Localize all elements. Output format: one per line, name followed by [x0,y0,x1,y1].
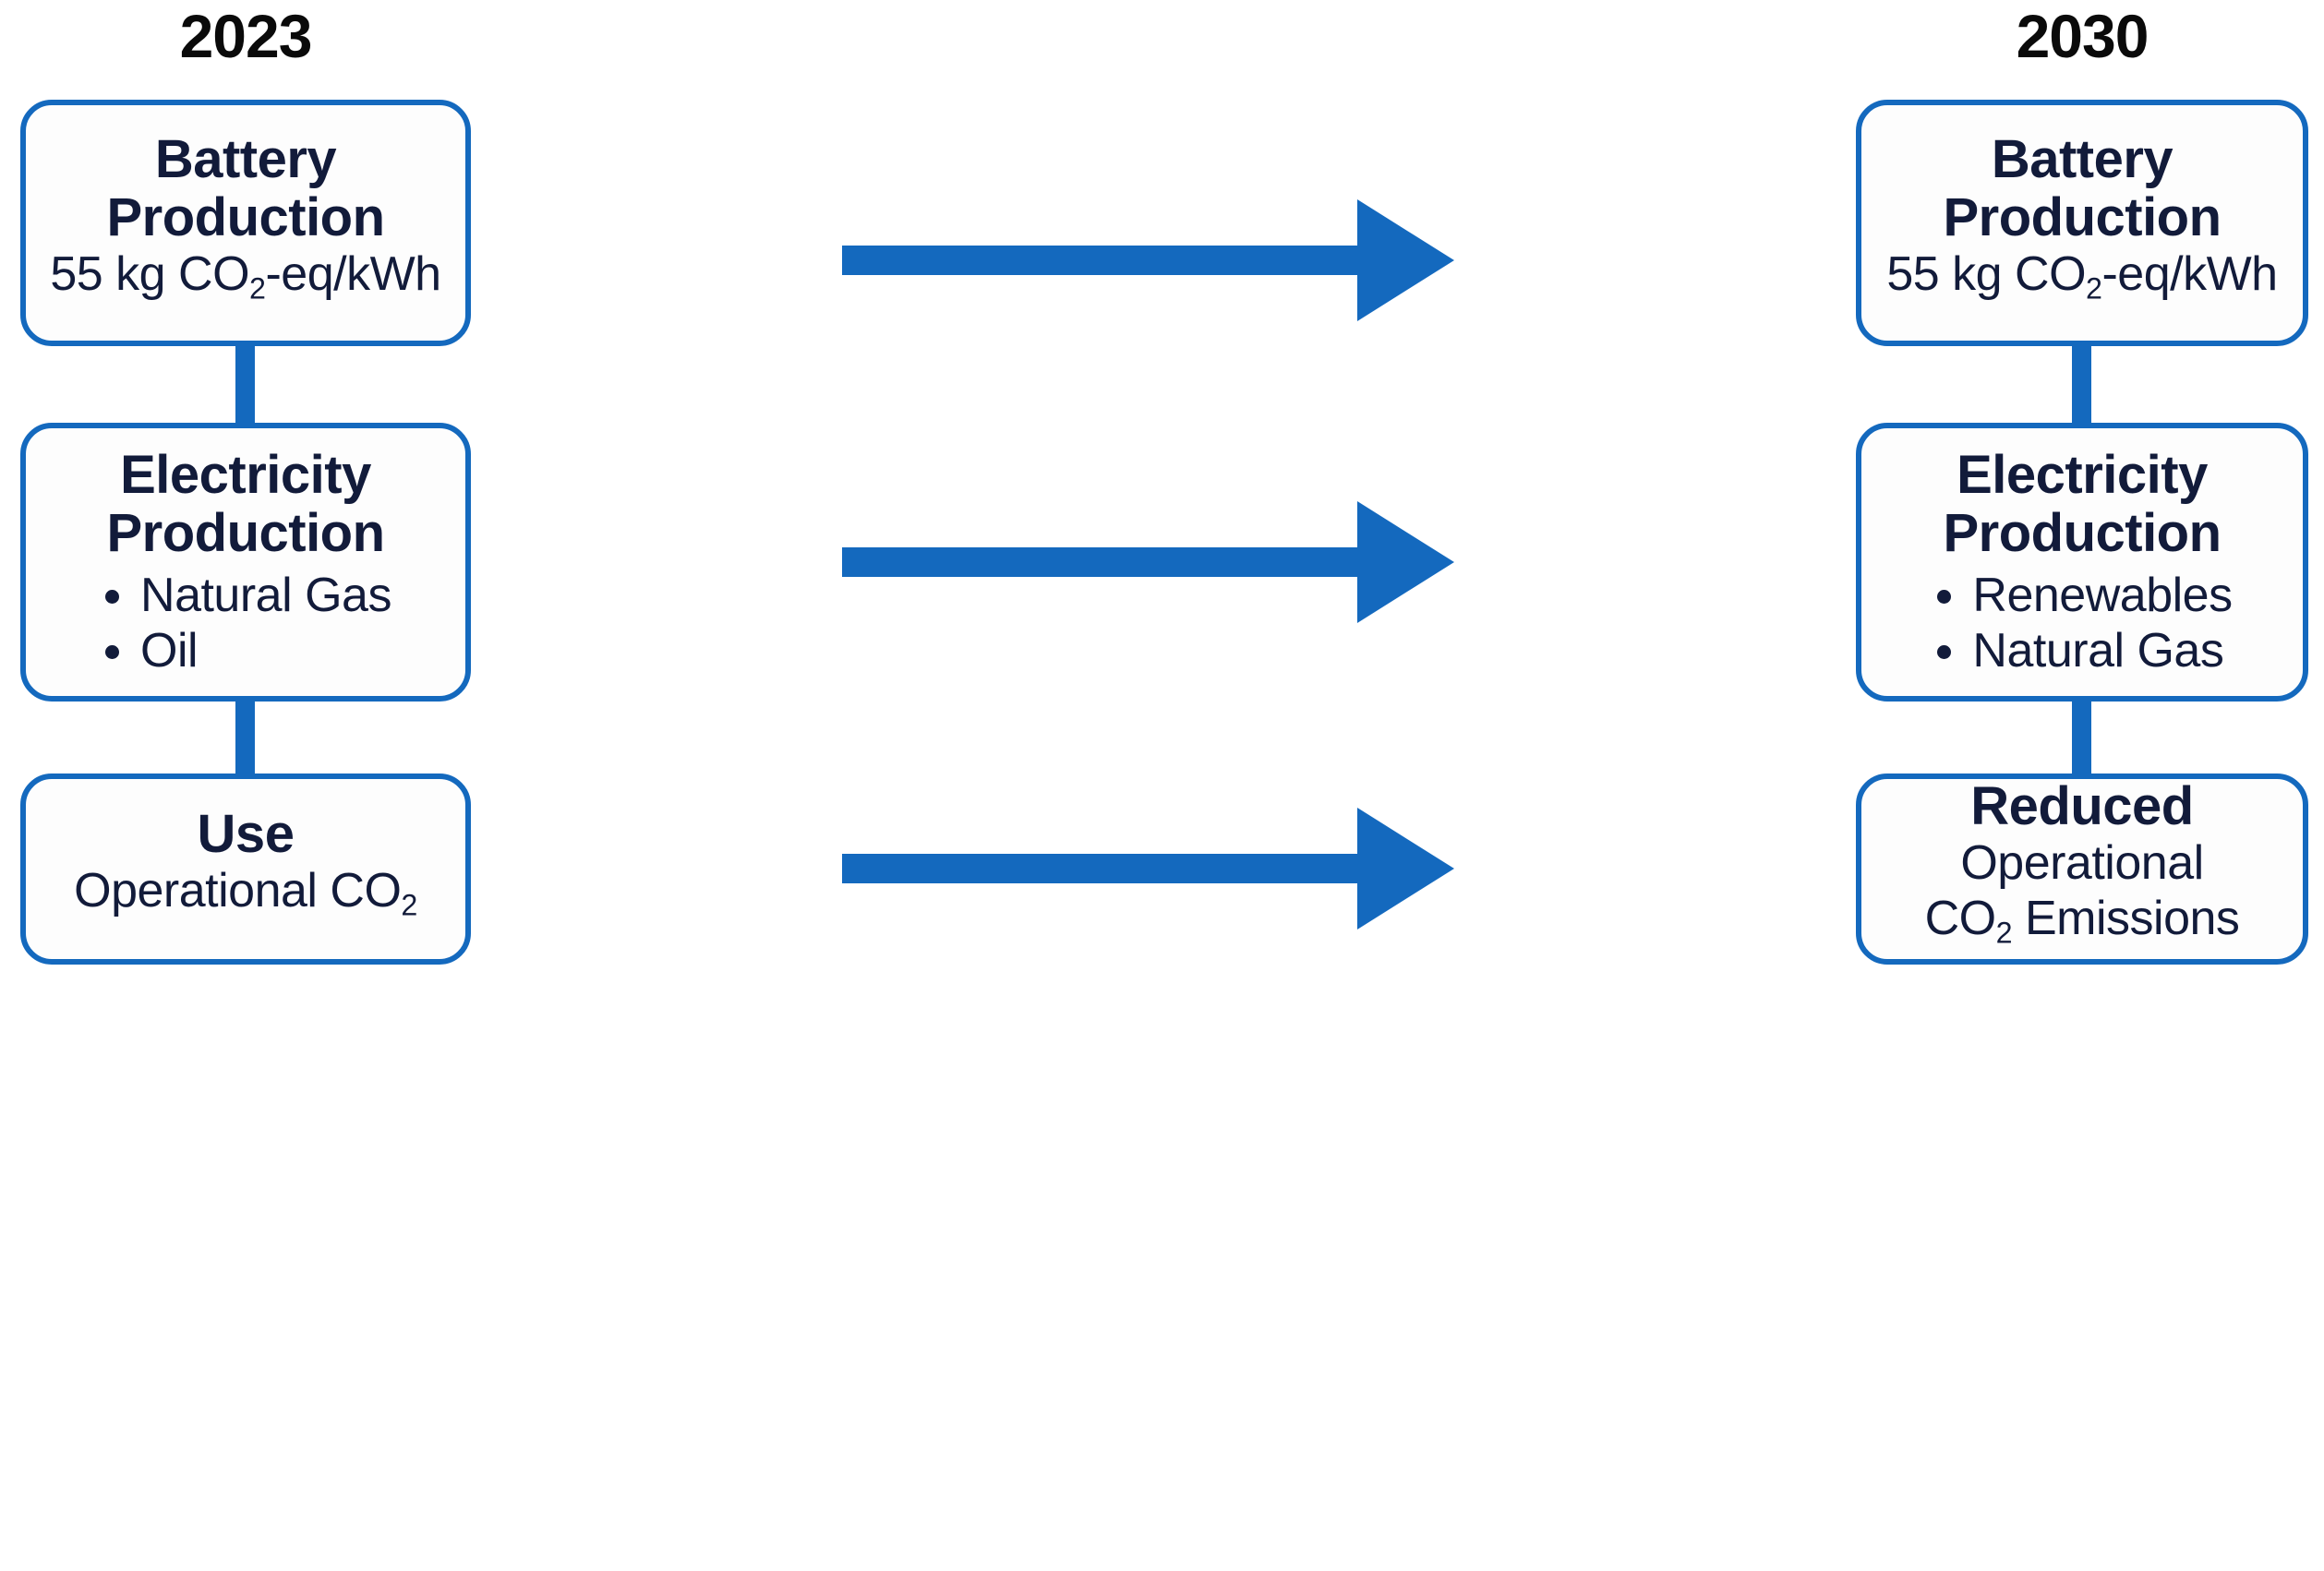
arrow-shaft [842,547,1362,577]
node-title-line1: Use [197,804,295,865]
column-header-2030: 2030 [2016,2,2149,70]
column-header-2023: 2023 [179,2,313,70]
node-title-line1: Battery [154,128,337,189]
co2-subscript: 2 [1995,916,2013,950]
node-electricity-production-2023[interactable]: Electricity Production Natural Gas Oil [20,423,471,702]
list-item: Renewables [1932,568,2233,623]
co2-text: CO [1924,892,1997,946]
bullet-icon [1937,645,1952,659]
node-title-line1: Reduced [1970,776,2194,837]
node-title-line2: Production [1943,503,2222,563]
bullet-icon [1937,590,1952,604]
emissions-text: Emissions [2012,892,2240,946]
connector-electricity-to-use-2030 [2072,692,2091,785]
bullet-icon [105,645,120,659]
emission-unit-text: -eq/kWh [2101,246,2278,301]
arrow-head [1357,199,1454,321]
node-subtitle-emission-value: 55 kg CO2-eq/kWh [50,246,441,317]
list-item: Natural Gas [100,568,391,623]
connector-electricity-to-use-2023 [235,692,255,785]
node-electricity-production-2030[interactable]: Electricity Production Renewables Natura… [1856,423,2308,702]
node-subtitle-operational-co2: Operational CO2 [74,863,417,933]
list-item-label: Renewables [1972,569,2233,622]
list-item-label: Oil [140,624,199,678]
operational-co2-text: Operational CO [74,864,402,918]
list-item: Natural Gas [1932,623,2232,678]
node-reduced-emissions-2030[interactable]: Reduced Operational CO2 Emissions [1856,774,2308,965]
node-battery-production-2030[interactable]: Battery Production 55 kg CO2-eq/kWh [1856,100,2308,346]
node-use-2023[interactable]: Use Operational CO2 [20,774,471,965]
co2-subscript: 2 [401,888,417,922]
emission-value-text: 55 kg CO [50,246,250,301]
arrow-shaft [842,854,1362,883]
energy-source-list: Natural Gas Oil [100,568,391,678]
energy-source-list: Renewables Natural Gas [1932,568,2233,678]
node-title-line1: Electricity [120,445,371,505]
connector-battery-to-electricity-2023 [235,338,255,434]
arrow-shaft [842,246,1362,275]
arrow-right-icon-use [842,808,1454,929]
co2-subscript: 2 [2086,271,2102,306]
arrow-right-icon-battery [842,199,1454,321]
node-battery-production-2023[interactable]: Battery Production 55 kg CO2-eq/kWh [20,100,471,346]
node-title-line2: Production [106,503,385,563]
emission-unit-text: -eq/kWh [265,246,441,301]
list-item-label: Natural Gas [1972,624,2224,678]
arrow-head [1357,808,1454,929]
node-subtitle-line1: Operational [1960,836,2204,891]
node-title-line1: Battery [1991,128,2173,189]
list-item: Oil [100,623,391,678]
bullet-icon [105,590,120,604]
node-title-line2: Production [1943,186,2222,247]
co2-subscript: 2 [249,271,266,306]
node-title-line1: Electricity [1957,445,2208,505]
arrow-right-icon-electricity [842,501,1454,623]
connector-battery-to-electricity-2030 [2072,338,2091,434]
node-subtitle-co2-emissions: CO2 Emissions [1925,891,2240,961]
list-item-label: Natural Gas [140,569,391,622]
node-title-line2: Production [106,186,385,247]
node-subtitle-emission-value: 55 kg CO2-eq/kWh [1886,246,2278,317]
arrow-head [1357,501,1454,623]
emission-value-text: 55 kg CO [1886,246,2087,301]
